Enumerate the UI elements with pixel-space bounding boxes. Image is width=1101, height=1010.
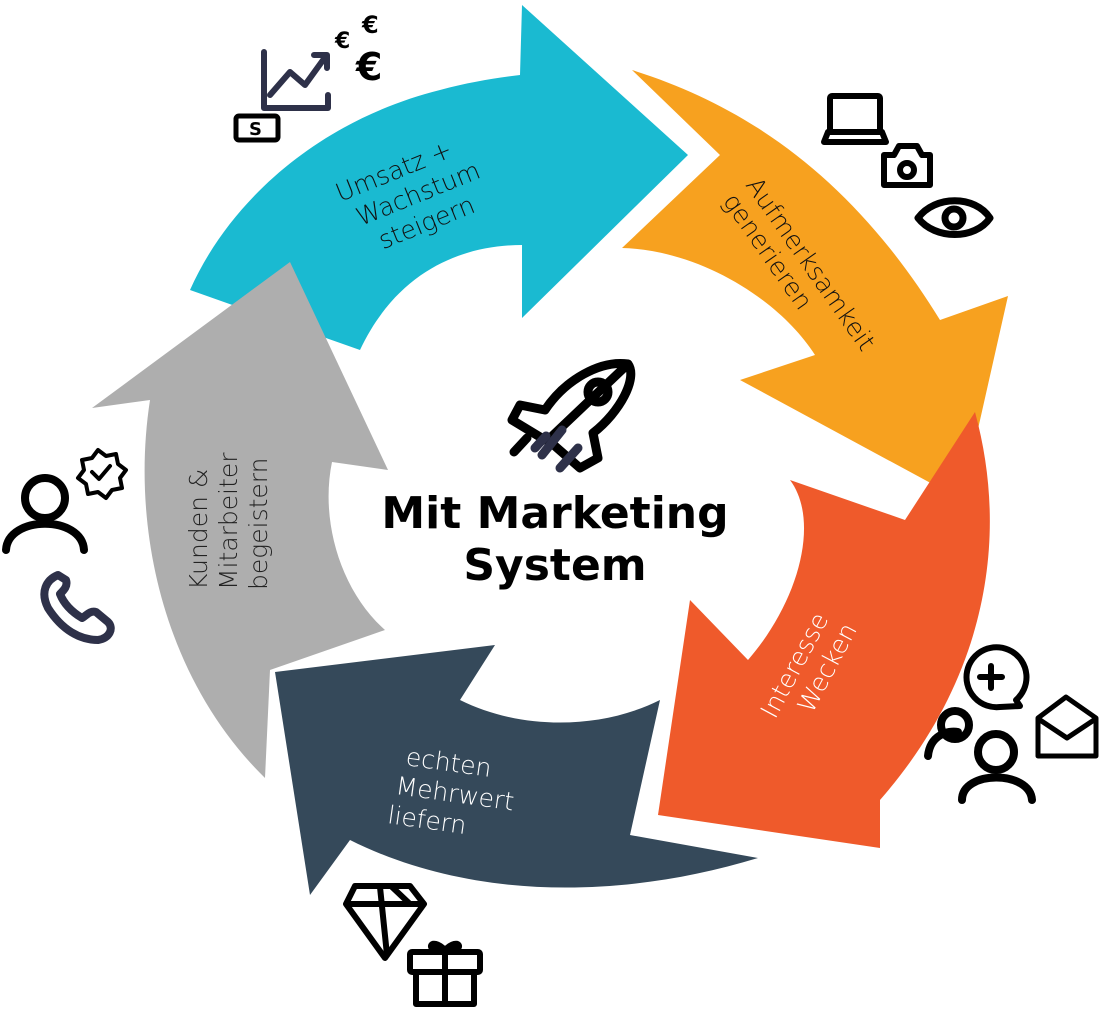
label-line: Kunden & — [184, 469, 213, 590]
center-title-line2: System — [463, 540, 646, 591]
arrow-umsatz — [190, 5, 688, 350]
envelope-icon — [1035, 694, 1099, 759]
euro-icon: € — [361, 11, 379, 39]
label-line: begeistern — [244, 458, 273, 590]
phone-icon — [40, 571, 115, 644]
rocket-icon — [507, 359, 636, 473]
arrow-interesse — [658, 412, 990, 848]
camera-icon — [881, 143, 933, 188]
center-title-line1: Mit Marketing — [381, 488, 728, 539]
arrow-aufmerksamkeit — [622, 70, 1008, 500]
gift-icon — [407, 940, 483, 1007]
arrow-kunden — [92, 262, 388, 778]
verified-badge-icon — [76, 448, 128, 500]
banknote-symbol: S — [249, 119, 262, 140]
banknote-icon: S — [233, 113, 281, 143]
euro-icon: € — [355, 45, 382, 89]
arrow-mehrwert — [275, 645, 758, 895]
user-icon — [2, 474, 88, 554]
users-icon — [924, 707, 1036, 804]
label-line: Mitarbeiter — [214, 452, 243, 590]
eye-icon — [914, 197, 994, 238]
rocket-flame-icon — [530, 425, 583, 473]
laptop-icon — [821, 93, 889, 145]
trend-up-chart-icon — [261, 49, 331, 111]
label-kunden: Kunden & Mitarbeiter begeistern — [184, 444, 273, 590]
diamond-icon — [343, 883, 427, 961]
label-mehrwert: echten Mehrwert liefern — [386, 741, 528, 847]
euro-icon: € — [334, 29, 350, 54]
add-chat-icon — [963, 644, 1030, 711]
